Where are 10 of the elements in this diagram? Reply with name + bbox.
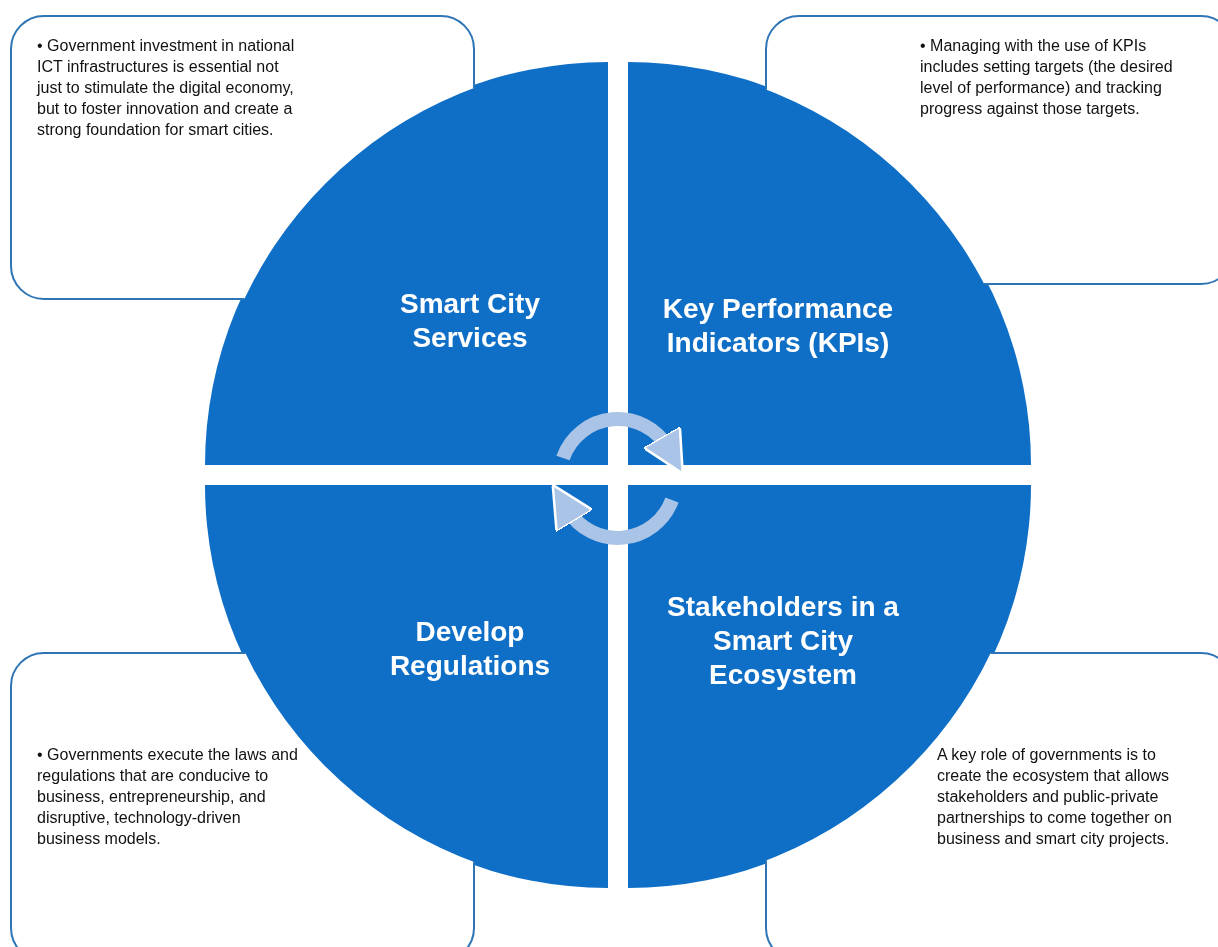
bullet-text: • Governments execute the laws and regulations that are conducive to business, entrepreneurship, and disruptive, technology-driven business models.: [37, 745, 299, 849]
curved-arrow: [556, 412, 686, 474]
body-text: A key role of governments is to create the ecosystem that allows stakeholders and public-private partnerships to come together on business and smart city projects.: [937, 745, 1173, 849]
segment-title: Stakeholders in a Smart City Ecosystem: [666, 590, 900, 692]
curved-arrow: [549, 484, 679, 545]
segment-title: Key Performance Indicators (KPIs): [661, 292, 895, 360]
bullet-text: • Government investment in national ICT infrastructures is essential not just to stimulate the digital economy, but to foster innovation and create a strong foundation for smart cities.: [37, 36, 296, 140]
segment-title: Develop Regulations: [388, 615, 552, 683]
segment-title: Smart City Services: [398, 287, 541, 355]
bullet-text: • Managing with the use of KPIs includes setting targets (the desired level of performance) and tracking progress against those targets.: [920, 36, 1174, 119]
